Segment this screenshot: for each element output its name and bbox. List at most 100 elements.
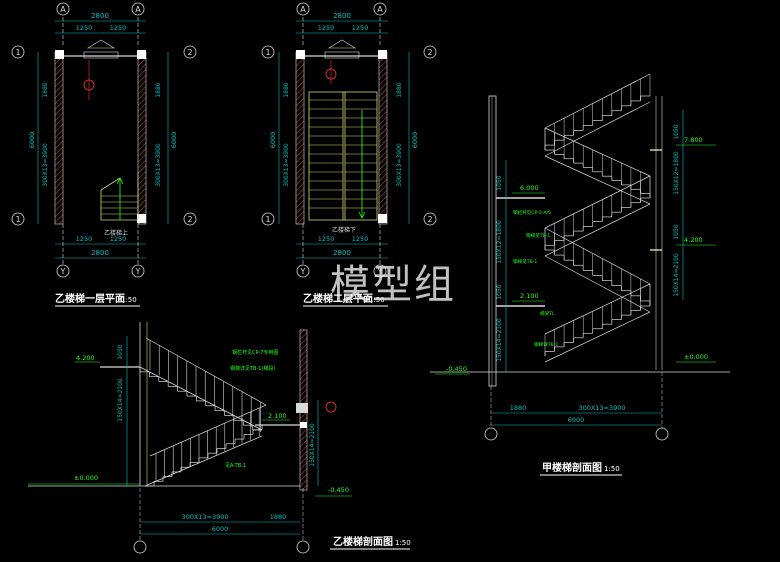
svg-text:2: 2 [427, 48, 432, 57]
axis-bubble-right-top: 2 [183, 45, 197, 59]
svg-text:2: 2 [427, 215, 432, 224]
svg-text:1: 1 [265, 215, 270, 224]
axis-bubble-left-top: 1 [261, 45, 275, 59]
axis-bubble-bottom-right: Y [131, 224, 145, 278]
dim-half-left: 1250 [318, 24, 335, 32]
svg-text:1: 1 [265, 48, 270, 57]
dim-total-width: 2800 [91, 12, 109, 20]
elev: 2.100 [520, 292, 539, 300]
axis-bubble-top-right: A [373, 2, 387, 45]
column [55, 50, 64, 59]
axis-bubble-bottom-right: Y [373, 224, 387, 278]
svg-text:Y: Y [60, 267, 66, 276]
elev-bottom: -0.450 [328, 486, 349, 494]
axis-bubble-bottom-left: Y [56, 224, 70, 278]
window [83, 51, 119, 59]
svg-text:1: 1 [15, 215, 20, 224]
dim-depth: 6000 [28, 132, 36, 149]
stroke [544, 127, 651, 177]
dim-depth: 6000 [411, 132, 419, 149]
dim-top: 1880 [283, 82, 290, 97]
dim-run: 300X13=3900 [181, 513, 228, 521]
dim-flight: 300X13=3900 [396, 143, 403, 187]
elev-top: 4.200 [76, 354, 95, 362]
elev-ground: ±0.000 [74, 474, 98, 482]
dim-half-left: 1250 [76, 235, 93, 243]
dim-flight: 300X13=3900 [155, 143, 162, 187]
dim-top: 1880 [42, 82, 49, 97]
elev: 6.000 [520, 184, 539, 192]
dim-rise-upper: 150X14=2100 [117, 378, 124, 422]
drawing-scale: 1:50 [604, 465, 620, 473]
drawing-scale: 1:50 [369, 296, 385, 304]
axis-bubble-right-bottom: 2 [423, 212, 437, 226]
dim-rise: 150X14=2100 [673, 253, 680, 297]
landing-beam [296, 403, 308, 413]
axis-bubble-left-bottom: 1 [261, 212, 275, 226]
up-label: 乙楼梯上 [104, 229, 128, 237]
dim-total-width: 2800 [91, 249, 109, 257]
axis-bubble-left-top: 1 [11, 45, 25, 59]
stair-plan-1: A A 2800 1250 1250 [11, 2, 197, 307]
svg-text:Y: Y [300, 267, 306, 276]
dim-rise-lower: 150X14=2100 [309, 423, 316, 467]
stroke [544, 283, 651, 335]
svg-text:A: A [377, 5, 383, 14]
elev-bottom: -0.450 [446, 365, 467, 373]
wall-left [295, 51, 305, 225]
axis-bubble-bottom-left [484, 386, 498, 441]
stroke [544, 311, 651, 363]
column [137, 214, 146, 223]
column [378, 214, 387, 223]
drawing-title: 乙楼梯一层平面 [55, 292, 125, 305]
dim-top: 1050 [117, 344, 124, 359]
stroke [544, 73, 651, 129]
dim-flight: 300X13=3900 [42, 143, 49, 187]
dim-half-right: 1250 [110, 24, 127, 32]
wall-left [488, 95, 497, 387]
balusters [149, 340, 261, 482]
section-mark [325, 68, 337, 80]
column [378, 50, 387, 59]
elev: 7.800 [684, 136, 703, 144]
dim-top: 1880 [396, 82, 403, 97]
axis-bubble-bottom-right [655, 372, 669, 441]
dim-rise: 150X12=1800 [496, 220, 503, 264]
dim-total-width: 2800 [333, 249, 351, 257]
dim-total-width: 2800 [333, 12, 351, 20]
note: 梯梁TL [540, 310, 555, 317]
note: 钢梯详见TB-1(梯段) [230, 365, 275, 372]
dim-rise: 150X14=2100 [496, 318, 503, 362]
axis-bubble-bottom [296, 488, 310, 554]
dim-depth: 6000 [269, 132, 277, 149]
svg-text:2: 2 [187, 215, 192, 224]
elev-mid: 2.100 [268, 412, 287, 420]
dim-landing: 1050 [496, 175, 503, 190]
svg-text:Y: Y [135, 267, 141, 276]
dim-top: 1880 [155, 82, 162, 97]
stair-flights [308, 91, 378, 221]
dim-half-right: 1250 [110, 235, 127, 243]
dim-half-right: 1250 [352, 235, 369, 243]
dim-rise: 150X12=1800 [673, 151, 680, 195]
note: 见A-TB-1 [225, 463, 246, 469]
axis-bubble-right-top: 2 [423, 45, 437, 59]
elev-ground: ±0.000 [684, 353, 708, 361]
dim-landing: 1050 [673, 124, 680, 139]
window [324, 51, 360, 59]
stroke [544, 101, 651, 157]
dim-run: 300X13=3900 [578, 404, 625, 412]
column [137, 50, 146, 59]
dim-half-left: 1250 [318, 235, 335, 243]
note: 钢梯见TB-1 [526, 232, 550, 239]
stroke [544, 227, 651, 285]
svg-text:2: 2 [187, 48, 192, 57]
drawing-scale: 1:50 [395, 539, 411, 547]
stroke [544, 255, 651, 313]
elev: 4.200 [684, 236, 703, 244]
wall-right [378, 51, 388, 225]
stroke [544, 175, 651, 229]
section-mark [325, 401, 337, 413]
note: 钢梯详TB-1 [534, 341, 558, 348]
